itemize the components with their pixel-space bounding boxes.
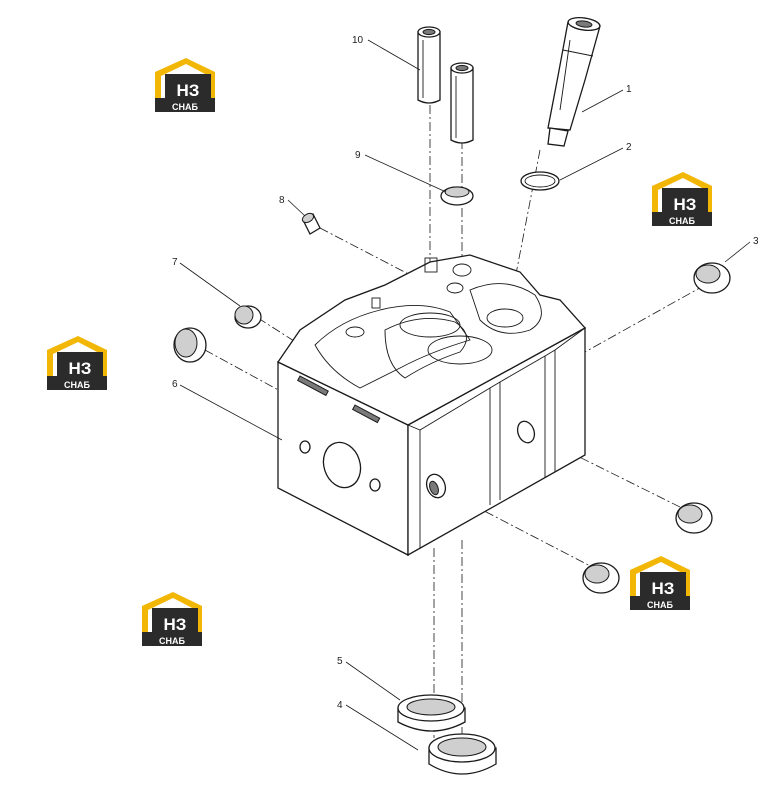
watermark-logo: НЗ СНАБ bbox=[652, 172, 712, 226]
svg-text:НЗ: НЗ bbox=[652, 579, 675, 598]
part-10b-sleeve bbox=[450, 62, 474, 144]
callout-7: 7 bbox=[172, 257, 178, 268]
callout-9: 9 bbox=[355, 150, 361, 161]
watermark-logo: НЗ СНАБ bbox=[155, 58, 215, 112]
callout-6: 6 bbox=[172, 379, 178, 390]
part-plug-lower-right-1 bbox=[675, 502, 713, 534]
part-7-plug bbox=[234, 305, 262, 329]
part-8-plug bbox=[301, 212, 321, 235]
callout-4: 4 bbox=[337, 700, 343, 711]
part-plug-lower-right-2 bbox=[582, 562, 620, 594]
svg-text:СНАБ: СНАБ bbox=[64, 380, 90, 390]
svg-text:НЗ: НЗ bbox=[69, 359, 92, 378]
watermark-logo: НЗ СНАБ bbox=[630, 556, 690, 610]
part-3-plug bbox=[693, 262, 731, 294]
part-10-sleeve bbox=[417, 26, 441, 104]
svg-text:СНАБ: СНАБ bbox=[669, 216, 695, 226]
watermark-logo: НЗ СНАБ bbox=[47, 336, 107, 390]
svg-text:СНАБ: СНАБ bbox=[159, 636, 185, 646]
callouts: 10 1 2 9 8 3 7 6 5 4 bbox=[172, 35, 759, 711]
callout-2: 2 bbox=[626, 142, 632, 153]
svg-text:НЗ: НЗ bbox=[177, 81, 200, 100]
watermark-logo: НЗ СНАБ bbox=[142, 592, 202, 646]
callout-5: 5 bbox=[337, 656, 343, 667]
part-9-ring bbox=[440, 186, 474, 206]
svg-text:НЗ: НЗ bbox=[164, 615, 187, 634]
part-4-valve-seat bbox=[428, 733, 497, 775]
callout-1: 1 bbox=[626, 84, 632, 95]
leader-lines bbox=[179, 39, 751, 751]
part-5-valve-seat bbox=[397, 694, 466, 732]
svg-text:СНАБ: СНАБ bbox=[172, 102, 198, 112]
callout-3: 3 bbox=[753, 236, 759, 247]
svg-text:СНАБ: СНАБ bbox=[647, 600, 673, 610]
svg-text:НЗ: НЗ bbox=[674, 195, 697, 214]
part-2-o-ring bbox=[520, 171, 560, 191]
callout-8: 8 bbox=[279, 195, 285, 206]
part-1-injector-sleeve bbox=[547, 17, 601, 147]
callout-10: 10 bbox=[352, 35, 364, 46]
part-expansion-plug-left bbox=[173, 327, 207, 363]
cylinder-head-block bbox=[277, 254, 587, 557]
